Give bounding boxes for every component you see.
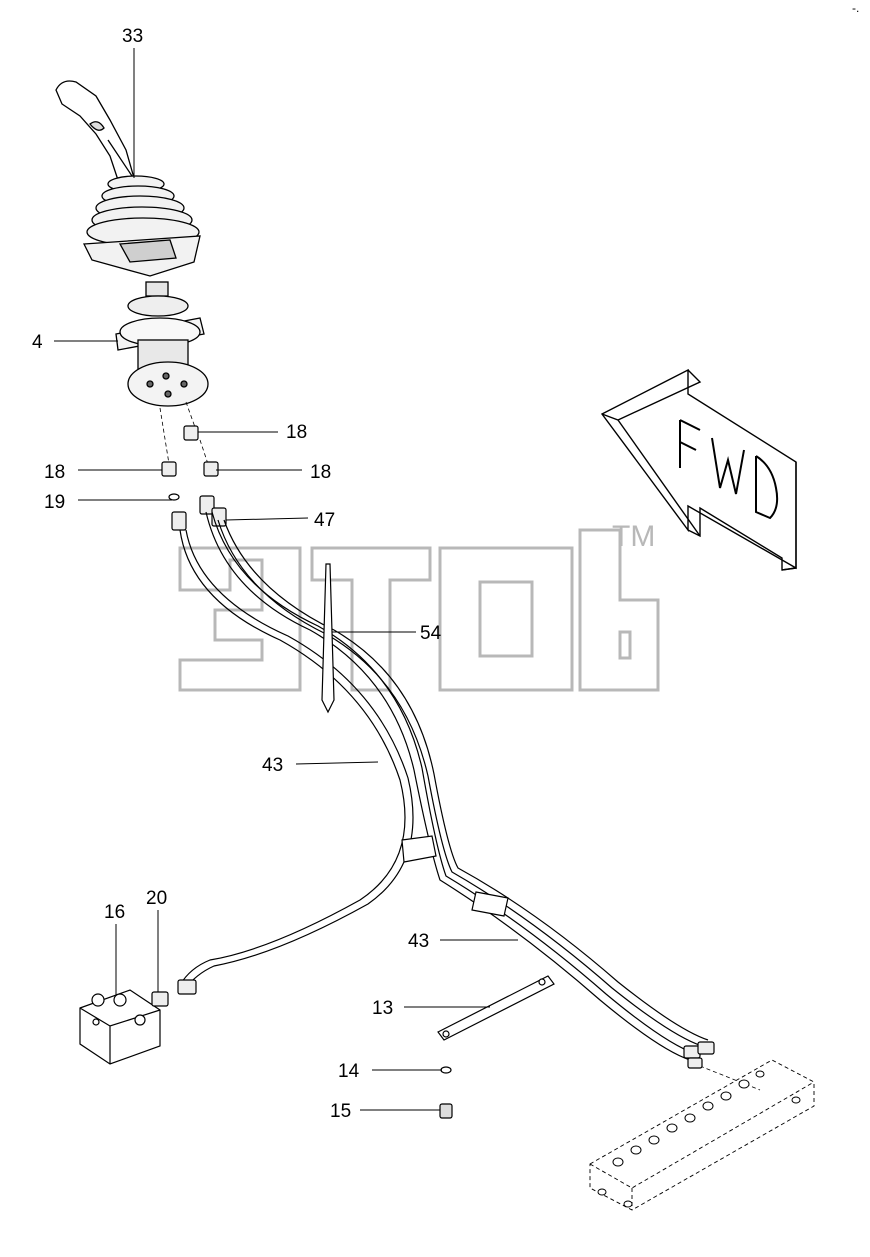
bracket-assembly	[437, 975, 555, 1119]
joystick-handle	[55, 80, 201, 277]
callout-14: 14	[338, 1061, 360, 1082]
callout-4: 4	[32, 332, 43, 353]
distribution-bar	[589, 1059, 815, 1211]
callout-labels: 33 4 18 18 18 19 47 54 43 43 16 20 13 14…	[32, 26, 442, 1122]
callout-43-lower: 43	[408, 931, 429, 952]
fittings	[161, 425, 227, 531]
callout-43-upper: 43	[262, 755, 283, 776]
cable-tie	[321, 563, 335, 714]
callout-18-right: 18	[310, 462, 331, 483]
corner-mark: -.	[852, 1, 859, 15]
pilot-valve	[115, 281, 209, 407]
hose-end-fittings	[683, 1041, 715, 1069]
callout-18-top: 18	[286, 422, 307, 443]
fwd-arrow-icon	[600, 368, 797, 571]
callout-54: 54	[420, 623, 442, 644]
callout-33: 33	[122, 26, 143, 47]
manifold-block	[79, 979, 197, 1065]
callout-47: 47	[314, 510, 335, 531]
assembly-lines	[159, 401, 761, 1091]
callout-19: 19	[44, 492, 65, 513]
callout-16: 16	[104, 902, 125, 923]
hydraulic-hoses	[179, 511, 709, 1061]
callout-20: 20	[146, 888, 167, 909]
callout-18-left: 18	[44, 462, 65, 483]
leader-lines	[54, 48, 518, 1111]
watermark-logo: TM	[178, 520, 660, 692]
trademark-symbol: TM	[612, 520, 655, 553]
callout-13: 13	[372, 998, 393, 1019]
callout-15: 15	[330, 1101, 351, 1122]
distribution-ports	[597, 1070, 801, 1208]
